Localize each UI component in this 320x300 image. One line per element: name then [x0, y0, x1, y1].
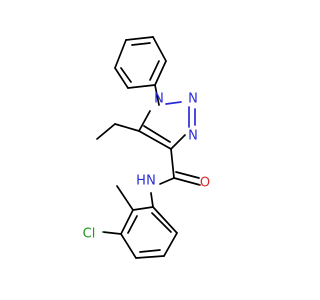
phenyl-n1-bond	[154, 84, 160, 106]
atom-oxygen: O	[200, 176, 210, 191]
triazole-ring	[138, 101, 196, 150]
atom-n1: N	[154, 92, 164, 107]
ethyl-group	[96, 123, 140, 140]
atom-chlorine: Cl	[83, 227, 96, 242]
chloromethylphenyl-ring	[102, 185, 178, 259]
atom-amide-h: H	[136, 174, 146, 189]
phenyl-ring	[114, 36, 167, 89]
atom-amide-n: N	[146, 174, 156, 189]
carboxamide-group	[150, 148, 201, 208]
atom-n3: N	[188, 129, 198, 144]
molecule-diagram: N N N N H O Cl	[83, 36, 210, 259]
atom-n2: N	[188, 92, 198, 107]
